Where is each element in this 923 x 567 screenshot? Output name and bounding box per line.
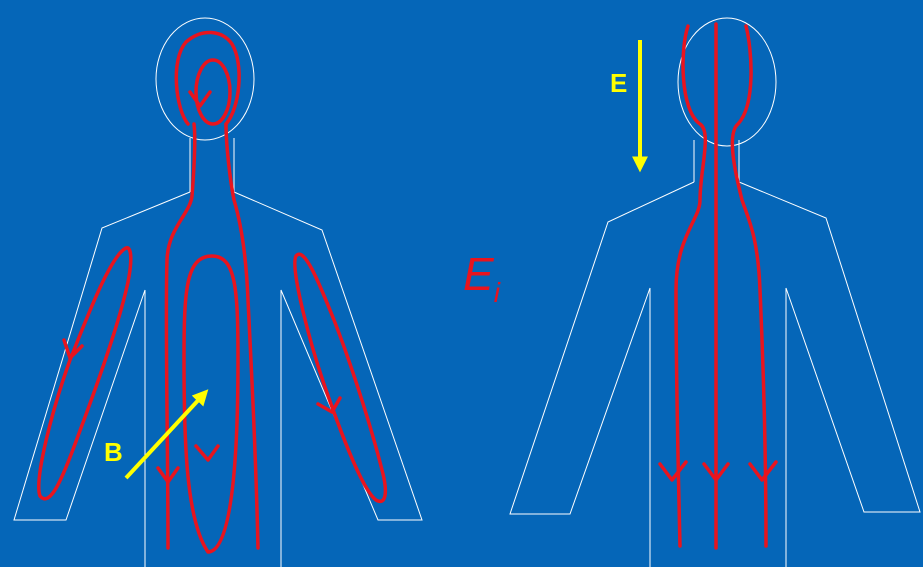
induced-field-subscript: i (494, 277, 501, 308)
induced-field-symbol: E (463, 248, 495, 300)
magnetic-field-label: B (104, 437, 123, 467)
electric-field-label: E (610, 68, 627, 98)
